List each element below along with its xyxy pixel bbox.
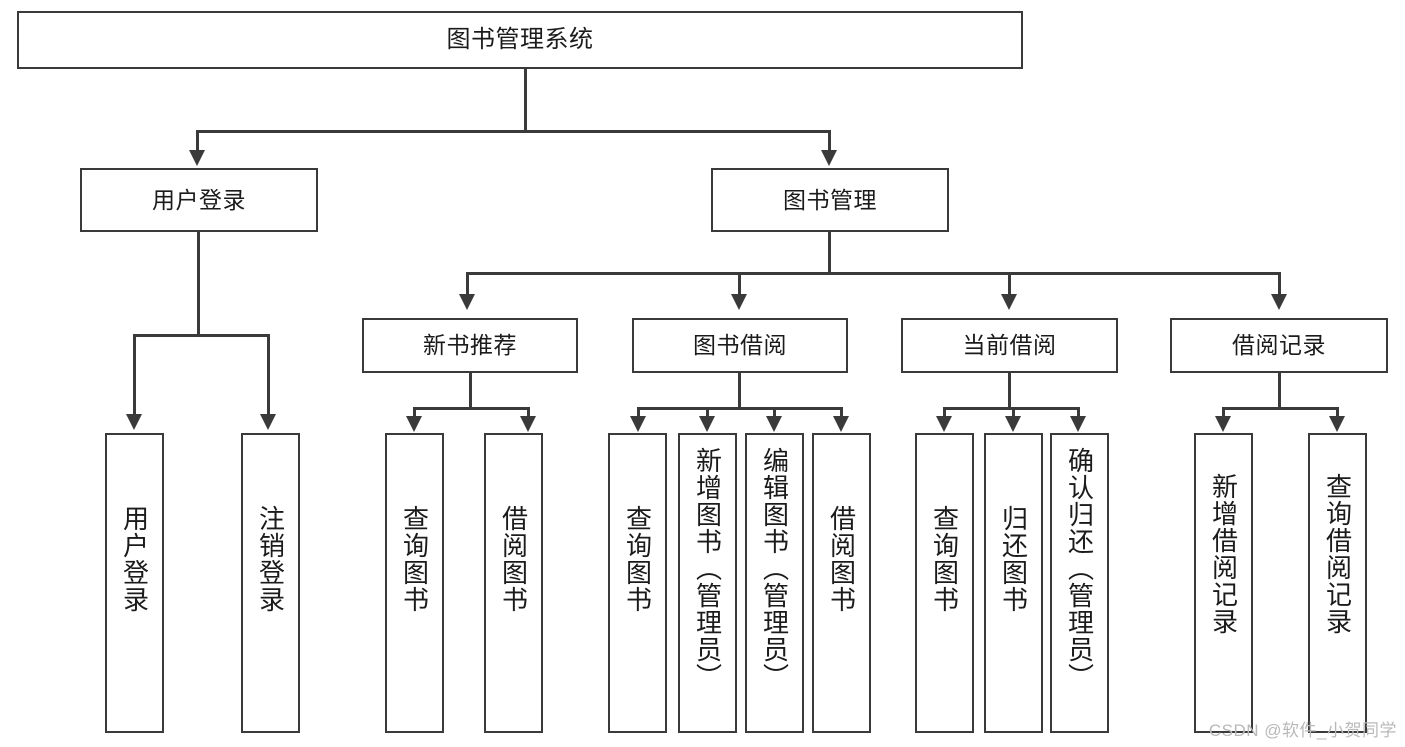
node-book-borrow[interactable]: 图书借阅 bbox=[632, 318, 848, 373]
arrowhead-br-leaf1 bbox=[1215, 416, 1231, 432]
arrowhead-current-borrow bbox=[1001, 294, 1017, 310]
leaf-borrow-edit-book[interactable]: 编辑图书（管理员） bbox=[745, 433, 804, 733]
node-label: 新增图书（管理员） bbox=[692, 447, 723, 690]
node-label: 确认归还（管理员） bbox=[1064, 447, 1095, 690]
arrowhead-leaf-logout bbox=[260, 414, 276, 430]
connector-root-to-book-mgmt bbox=[828, 130, 831, 152]
node-label: 编辑图书（管理员） bbox=[759, 447, 790, 690]
leaf-borrow-borrow-book[interactable]: 借阅图书 bbox=[812, 433, 871, 733]
connector-borrow-record-bus bbox=[1222, 407, 1338, 410]
arrowhead-bb-leaf1 bbox=[630, 416, 646, 432]
leaf-new-book-borrow[interactable]: 借阅图书 bbox=[484, 433, 543, 733]
connector-bb-leaf3 bbox=[773, 407, 776, 419]
connector-to-current-borrow bbox=[1008, 272, 1011, 296]
node-label: 当前借阅 bbox=[962, 332, 1057, 359]
connector-cb-leaf2 bbox=[1012, 407, 1015, 419]
connector-book-mgmt-bus bbox=[466, 272, 1281, 275]
connector-br-leaf1 bbox=[1222, 407, 1225, 419]
connector-book-borrow-bus bbox=[637, 407, 843, 410]
node-label: 新书推荐 bbox=[423, 332, 517, 359]
node-label: 查询借阅记录 bbox=[1322, 473, 1353, 635]
arrowhead-bb-leaf3 bbox=[766, 416, 782, 432]
arrowhead-bb-leaf2 bbox=[699, 416, 715, 432]
connector-root-to-user-login bbox=[196, 130, 199, 152]
connector-new-book-stem bbox=[469, 373, 472, 409]
node-label: 查询图书 bbox=[399, 505, 430, 613]
leaf-borrow-add-book[interactable]: 新增图书（管理员） bbox=[678, 433, 737, 733]
node-label: 用户登录 bbox=[119, 505, 150, 613]
connector-user-login-bus bbox=[133, 334, 269, 337]
connector-bb-leaf2 bbox=[706, 407, 709, 419]
connector-root-bus bbox=[196, 130, 831, 133]
arrowhead-user-login bbox=[189, 150, 205, 166]
arrowhead-cb-leaf2 bbox=[1005, 416, 1021, 432]
node-label: 查询图书 bbox=[622, 505, 653, 613]
leaf-current-confirm-return[interactable]: 确认归还（管理员） bbox=[1050, 433, 1109, 733]
connector-book-mgmt-stem bbox=[828, 232, 831, 274]
connector-cb-leaf3 bbox=[1077, 407, 1080, 419]
node-label: 归还图书 bbox=[998, 505, 1029, 613]
node-label: 借阅记录 bbox=[1232, 332, 1326, 359]
arrowhead-br-leaf2 bbox=[1329, 416, 1345, 432]
node-label: 图书管理 bbox=[783, 186, 877, 213]
connector-to-borrow-record bbox=[1278, 272, 1281, 296]
arrowhead-nb-leaf2 bbox=[520, 416, 536, 432]
connector-user-login-leaf2 bbox=[267, 334, 270, 417]
connector-new-book-leaf1 bbox=[413, 407, 416, 419]
arrowhead-cb-leaf3 bbox=[1070, 416, 1086, 432]
leaf-logout[interactable]: 注销登录 bbox=[241, 433, 300, 733]
node-label: 用户登录 bbox=[152, 186, 246, 213]
node-new-book-recommend[interactable]: 新书推荐 bbox=[362, 318, 578, 373]
connector-new-book-bus bbox=[413, 407, 529, 410]
leaf-user-login[interactable]: 用户登录 bbox=[105, 433, 164, 733]
leaf-current-query-book[interactable]: 查询图书 bbox=[915, 433, 974, 733]
node-label: 新增借阅记录 bbox=[1208, 473, 1239, 635]
node-user-login[interactable]: 用户登录 bbox=[80, 168, 318, 232]
arrowhead-bb-leaf4 bbox=[833, 416, 849, 432]
connector-new-book-leaf2 bbox=[527, 407, 530, 419]
node-label: 借阅图书 bbox=[498, 505, 529, 613]
arrowhead-cb-leaf1 bbox=[936, 416, 952, 432]
leaf-borrow-query-book[interactable]: 查询图书 bbox=[608, 433, 667, 733]
watermark-text: CSDN @软件_小贺同学 bbox=[1208, 721, 1397, 740]
connector-current-borrow-stem bbox=[1008, 373, 1011, 409]
arrowhead-leaf-user-login bbox=[126, 414, 142, 430]
connector-bb-leaf1 bbox=[637, 407, 640, 419]
connector-book-borrow-stem bbox=[738, 373, 741, 409]
node-label: 借阅图书 bbox=[826, 505, 857, 613]
connector-user-login-leaf1 bbox=[133, 334, 136, 417]
node-root-system[interactable]: 图书管理系统 bbox=[17, 11, 1023, 69]
connector-current-borrow-bus bbox=[943, 407, 1079, 410]
connector-bb-leaf4 bbox=[840, 407, 843, 419]
node-borrow-record[interactable]: 借阅记录 bbox=[1170, 318, 1388, 373]
connector-to-book-borrow bbox=[738, 272, 741, 296]
node-current-borrow[interactable]: 当前借阅 bbox=[901, 318, 1118, 373]
arrowhead-borrow-record bbox=[1271, 294, 1287, 310]
connector-to-new-book bbox=[466, 272, 469, 296]
leaf-current-return-book[interactable]: 归还图书 bbox=[984, 433, 1043, 733]
connector-borrow-record-stem bbox=[1278, 373, 1281, 409]
connector-root-stem bbox=[524, 69, 527, 131]
node-label: 图书借阅 bbox=[693, 332, 787, 359]
node-label: 图书管理系统 bbox=[446, 26, 594, 54]
connector-user-login-stem bbox=[197, 232, 200, 335]
leaf-record-add[interactable]: 新增借阅记录 bbox=[1194, 433, 1253, 733]
arrowhead-book-borrow bbox=[731, 294, 747, 310]
arrowhead-new-book bbox=[459, 294, 475, 310]
node-label: 注销登录 bbox=[255, 505, 286, 613]
node-book-management[interactable]: 图书管理 bbox=[711, 168, 949, 232]
node-label: 查询图书 bbox=[929, 505, 960, 613]
connector-cb-leaf1 bbox=[943, 407, 946, 419]
connector-br-leaf2 bbox=[1336, 407, 1339, 419]
leaf-record-query[interactable]: 查询借阅记录 bbox=[1308, 433, 1367, 733]
leaf-new-book-query[interactable]: 查询图书 bbox=[385, 433, 444, 733]
arrowhead-book-mgmt bbox=[821, 150, 837, 166]
arrowhead-nb-leaf1 bbox=[406, 416, 422, 432]
